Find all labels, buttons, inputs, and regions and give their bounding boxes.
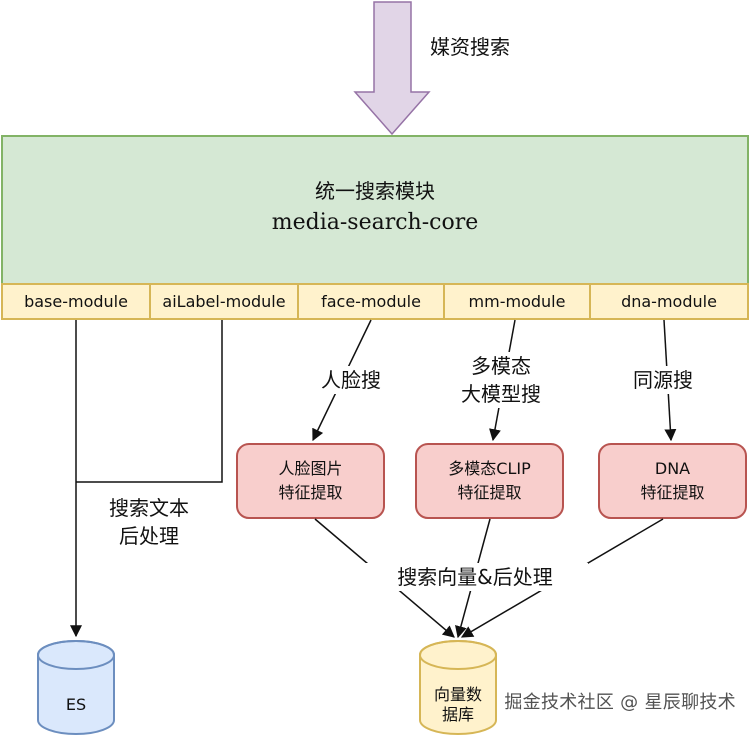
vector-postprocess-label: 搜索向量&后处理 — [362, 563, 588, 591]
core-subtitle: media-search-core — [271, 210, 479, 235]
face-search-label: 人脸搜 — [306, 366, 396, 394]
dna-search-label: 同源搜 — [618, 366, 708, 394]
dna-feature-node — [598, 443, 747, 519]
module-label-mm: mm-module — [468, 292, 566, 311]
module-label-dna: dna-module — [621, 292, 717, 311]
core-title: 统一搜索模块 — [315, 179, 435, 203]
multimodal-search-label: 多模态 大模型搜 — [445, 352, 557, 408]
es-database-shape — [37, 640, 115, 735]
vector-database-shape — [419, 640, 497, 735]
dna-feature-node-label: DNA 特征提取 — [640, 459, 705, 502]
vector-database-label: 向量数 据库 — [433, 685, 482, 724]
core-block — [1, 135, 749, 285]
clip-feature-node — [415, 443, 564, 519]
watermark-text: 掘金技术社区 @ 星辰聊技术 — [504, 692, 736, 713]
ailabel-module-connector — [76, 320, 223, 483]
input-arrow — [353, 1, 431, 136]
module-bar — [1, 283, 749, 320]
module-label-base: base-module — [24, 292, 128, 311]
module-cell-ailabel — [149, 283, 299, 320]
face-feature-node — [236, 443, 385, 519]
module-cell-face — [297, 283, 445, 320]
module-cell-dna — [589, 283, 749, 320]
face-feature-node-label: 人脸图片 特征提取 — [278, 459, 343, 502]
clip-feature-node-label: 多模态CLIP 特征提取 — [448, 459, 531, 502]
text-postprocess-label: 搜索文本 后处理 — [90, 494, 208, 550]
input-label: 媒资搜索 — [430, 35, 510, 59]
module-label-face: face-module — [321, 292, 421, 311]
es-database-label: ES — [65, 695, 87, 714]
module-label-ailabel: aiLabel-module — [162, 292, 286, 311]
